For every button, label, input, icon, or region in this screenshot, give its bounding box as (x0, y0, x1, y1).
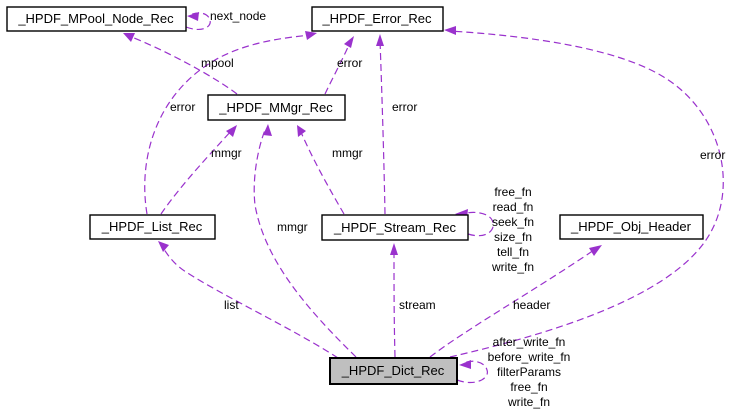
edge-label-stream-self-line: size_fn (494, 230, 532, 244)
edge-label-layer: next_node mpool error error error error … (170, 9, 725, 409)
node-title: _HPDF_Dict_Rec (341, 363, 445, 378)
edge-mpool (128, 35, 238, 95)
node-box[interactable] (207, 94, 346, 121)
node-title: _HPDF_MMgr_Rec (218, 100, 333, 115)
edge-label-stream-self-line: read_fn (493, 200, 534, 214)
edge-label-stream-self: free_fn read_fn seek_fn size_fn tell_fn … (491, 185, 534, 274)
arrowhead-error-from-mmgr (344, 36, 354, 48)
node-title: _HPDF_Stream_Rec (333, 220, 457, 235)
edge-label-dict-self-line: after_write_fn (493, 335, 566, 349)
node-hpdf-mmgr-rec[interactable]: _HPDF_MMgr_Rec (207, 94, 346, 121)
node-box[interactable] (6, 6, 187, 32)
arrowhead-dict-self (459, 360, 471, 369)
arrowhead-stream-from-dict (390, 243, 398, 255)
node-box[interactable] (311, 6, 444, 32)
edge-label-stream: stream (399, 298, 436, 312)
node-hpdf-obj-header[interactable]: _HPDF_Obj_Header (559, 214, 704, 240)
edge-error-from-stream (379, 39, 386, 215)
node-box[interactable] (321, 214, 469, 241)
edge-label-mmgr-list: mmgr (211, 146, 242, 160)
arrowhead-list-from-dict (158, 241, 169, 252)
edge-label-dict-self-line: filterParams (497, 365, 561, 379)
node-title: _HPDF_Error_Rec (321, 11, 432, 26)
node-hpdf-stream-rec[interactable]: _HPDF_Stream_Rec (321, 214, 469, 241)
edge-label-error-mmgr: error (337, 56, 362, 70)
edge-label-mpool: mpool (201, 56, 234, 70)
edge-label-stream-self-line: free_fn (494, 185, 531, 199)
edge-error-from-dict (449, 30, 724, 358)
edge-label-next-node: next_node (210, 9, 266, 23)
arrowhead-mmgr-from-list (226, 125, 237, 137)
node-box[interactable] (559, 214, 704, 240)
edge-list-from-dict (161, 245, 339, 359)
arrowhead-next-node (187, 12, 199, 21)
arrowhead-error-from-stream (376, 34, 384, 46)
edge-label-list: list (224, 298, 239, 312)
edge-dict-self (456, 360, 488, 384)
edge-label-error-dict: error (700, 148, 725, 162)
node-hpdf-dict-rec[interactable]: _HPDF_Dict_Rec (329, 357, 458, 385)
arrowhead-header-from-dict (589, 245, 602, 256)
edge-label-dict-self: after_write_fn before_write_fn filterPar… (488, 335, 571, 409)
edge-label-header: header (513, 298, 550, 312)
edge-label-error-stream: error (392, 100, 417, 114)
edge-mmgr-from-dict (253, 129, 357, 358)
arrowhead-mmgr-from-dict (263, 124, 272, 136)
edge-stream-from-dict (393, 247, 396, 358)
node-hpdf-error-rec[interactable]: _HPDF_Error_Rec (311, 6, 444, 32)
edge-stream-self (465, 211, 494, 237)
edge-mmgr-from-stream (299, 129, 345, 215)
edge-label-stream-self-line: write_fn (491, 260, 534, 274)
edge-label-dict-self-line: write_fn (507, 395, 550, 409)
node-hpdf-mpool-node-rec[interactable]: _HPDF_MPool_Node_Rec (6, 6, 187, 32)
edge-label-dict-self-line: before_write_fn (488, 350, 571, 364)
arrowhead-mmgr-from-stream (297, 125, 306, 137)
edge-label-stream-self-line: tell_fn (497, 245, 529, 259)
edge-label-mmgr-stream: mmgr (332, 146, 363, 160)
arrowhead-mpool (123, 33, 135, 42)
edge-label-error-list: error (170, 100, 195, 114)
node-title: _HPDF_MPool_Node_Rec (17, 11, 174, 26)
node-box[interactable] (329, 357, 458, 385)
node-hpdf-list-rec[interactable]: _HPDF_List_Rec (89, 214, 216, 240)
edge-header-from-dict (429, 249, 595, 358)
node-title: _HPDF_List_Rec (101, 219, 203, 234)
edge-error-from-list (144, 34, 312, 215)
node-layer: _HPDF_MPool_Node_Rec _HPDF_Error_Rec _HP… (6, 6, 704, 385)
arrowhead-error-from-dict (444, 26, 456, 35)
node-title: _HPDF_Obj_Header (570, 219, 692, 234)
node-box[interactable] (89, 214, 216, 240)
edge-label-dict-self-line: free_fn (510, 380, 547, 394)
arrowhead-error-from-list (305, 31, 317, 40)
edge-label-stream-self-line: seek_fn (492, 215, 534, 229)
edge-label-mmgr-dict: mmgr (277, 220, 308, 234)
edge-layer (123, 12, 724, 384)
edge-mmgr-from-list (160, 129, 233, 215)
